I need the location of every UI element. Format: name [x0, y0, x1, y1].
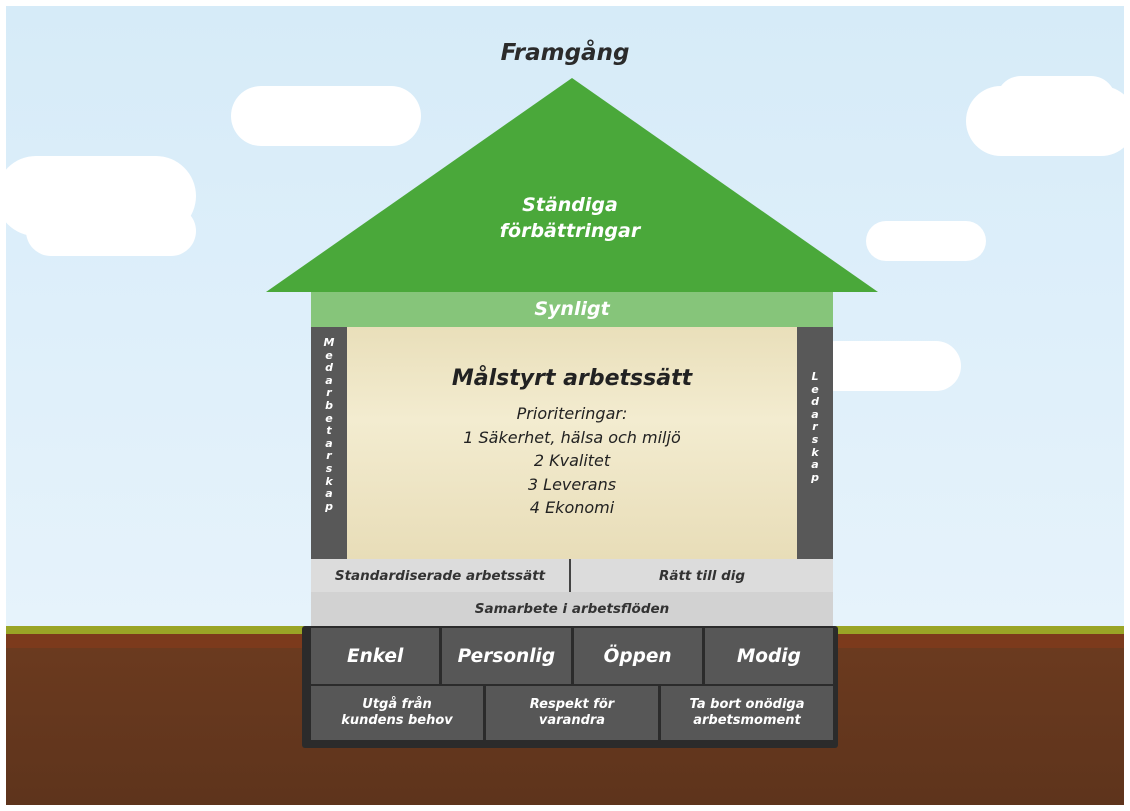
pillar-letter: r	[326, 449, 332, 463]
pillar-letter: p	[811, 470, 819, 484]
foundation-line: Respekt för	[529, 697, 615, 712]
pillar-letter: p	[325, 499, 333, 513]
pillar-letter: a	[325, 436, 333, 450]
roof-triangle	[266, 78, 878, 292]
foundation-line: Utgå från	[362, 697, 432, 712]
value-block: Personlig	[442, 628, 571, 684]
value-block: Modig	[704, 628, 833, 684]
priority-list: Prioriteringar: 1 Säkerhet, hälsa och mi…	[347, 402, 797, 520]
pillar-letter: r	[812, 420, 818, 434]
pillar-letter: s	[811, 432, 819, 446]
pillar-letter: a	[811, 407, 819, 421]
standards-row: Standardiserade arbetssätt Rätt till dig	[311, 559, 833, 592]
pillar-letter: b	[325, 398, 333, 412]
pillar-letter: r	[326, 386, 332, 400]
pillar-letter: e	[325, 411, 333, 425]
foundation-line: varandra	[538, 713, 606, 728]
cloud	[866, 221, 986, 261]
cooperation-cell: Samarbete i arbetsflöden	[311, 592, 833, 626]
core-panel	[347, 327, 797, 559]
cloud	[811, 341, 961, 391]
foundation-line: kundens behov	[341, 713, 453, 728]
pillar-letter: d	[325, 361, 333, 375]
pillar-letter: t	[326, 424, 332, 438]
pillar-letter: a	[325, 373, 333, 387]
pillar-letter: k	[811, 445, 819, 459]
diagram-title: Framgång	[500, 40, 630, 66]
cloud	[231, 86, 421, 146]
priority-item: 1 Säkerhet, hälsa och miljö	[463, 427, 681, 447]
standards-cell: Standardiserade arbetssätt	[311, 559, 571, 592]
core-title: Målstyrt arbetssätt	[451, 366, 693, 391]
pillar-letter: e	[811, 382, 819, 396]
roof-label-line-2: förbättringar	[499, 220, 641, 242]
foundation-line: arbetsmoment	[693, 713, 801, 728]
cooperation-row: Samarbete i arbetsflöden	[311, 592, 833, 626]
roof	[266, 78, 878, 292]
pillar-letter: s	[325, 461, 333, 475]
pillar-letter: L	[811, 370, 819, 383]
pillar-letter: d	[811, 395, 819, 409]
pillar-letter: a	[325, 487, 333, 501]
cloud	[996, 76, 1116, 126]
value-block: Enkel	[311, 628, 440, 684]
synligt-band: Synligt	[311, 292, 833, 327]
pillar-letter: k	[325, 474, 333, 488]
pillar-letter: e	[325, 348, 333, 362]
values-row: Enkel Personlig Öppen Modig	[311, 628, 833, 684]
roof-label: Ständiga förbättringar	[470, 192, 670, 244]
pillar-letter: M	[323, 336, 335, 349]
standards-cell: Rätt till dig	[571, 559, 833, 592]
cloud	[26, 206, 196, 256]
priority-heading: Prioriteringar:	[516, 404, 628, 423]
priority-item: 4 Ekonomi	[529, 498, 615, 517]
value-block: Öppen	[573, 628, 702, 684]
core-block	[311, 327, 833, 559]
foundation-line: Ta bort onödiga	[689, 697, 805, 712]
pillar-letter: a	[811, 458, 819, 472]
roof-label-line-1: Ständiga	[522, 194, 618, 216]
priority-item: 3 Leverans	[527, 474, 617, 494]
priority-item: 2 Kvalitet	[533, 451, 611, 470]
